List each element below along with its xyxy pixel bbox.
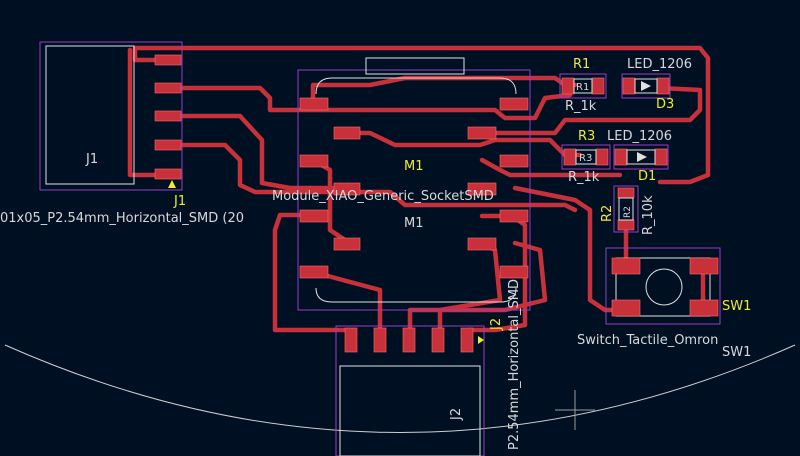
r3-ref: R3 bbox=[578, 129, 595, 144]
j1-pads bbox=[154, 54, 182, 180]
sw1-footprint[interactable]: SW1 Switch_Tactile_Omron SW1 bbox=[577, 247, 751, 360]
r3-footprint[interactable]: R3 R3 R_1k bbox=[561, 129, 611, 185]
d3-value: LED_1206 bbox=[627, 57, 692, 72]
j2-ref: J2 bbox=[489, 318, 504, 331]
sw1-value: Switch_Tactile_Omron bbox=[577, 333, 718, 348]
diode-icon bbox=[641, 81, 651, 91]
d3-ref: D3 bbox=[656, 97, 674, 112]
pin1-marker-icon bbox=[478, 336, 484, 344]
j2-pads bbox=[344, 327, 474, 353]
r2-ref: R2 bbox=[600, 205, 615, 222]
j1-footprint[interactable]: J1 J1 01x05_P2.54mm_Horizontal_SMD (20 bbox=[0, 41, 244, 226]
r1-footprint[interactable]: R1 R1 R_1k bbox=[559, 57, 607, 114]
r1-value: R_1k bbox=[565, 99, 597, 114]
sw1-ref-silk: SW1 bbox=[722, 345, 751, 360]
r3-ref-silk: R3 bbox=[579, 153, 592, 164]
m1-pads bbox=[299, 97, 529, 279]
sw1-ref: SW1 bbox=[722, 299, 751, 314]
j1-ref-silk: J1 bbox=[85, 152, 98, 167]
r1-ref: R1 bbox=[573, 57, 590, 72]
switch-button-icon bbox=[645, 268, 683, 306]
r1-ref-silk: R1 bbox=[576, 82, 589, 93]
r3-value: R_1k bbox=[568, 170, 600, 185]
r2-footprint[interactable]: R2 R2 R_10k bbox=[600, 185, 656, 235]
m1-ref: M1 bbox=[404, 159, 424, 174]
j1-ref: J1 bbox=[173, 194, 186, 209]
j2-ref-silk: J2 bbox=[449, 408, 464, 421]
j2-footprint[interactable]: J2 P2.54mm_Horizontal_SMD J2 bbox=[335, 279, 522, 456]
d1-value: LED_1206 bbox=[607, 129, 672, 144]
j2-value: P2.54mm_Horizontal_SMD bbox=[507, 279, 522, 450]
m1-ref-silk: M1 bbox=[404, 216, 424, 231]
diode-icon bbox=[637, 152, 647, 162]
d1-footprint[interactable]: LED_1206 D1 bbox=[607, 129, 672, 184]
d1-ref: D1 bbox=[638, 169, 656, 184]
d3-footprint[interactable]: LED_1206 D3 bbox=[621, 57, 692, 112]
pin1-marker-icon bbox=[168, 180, 176, 188]
r2-value: R_10k bbox=[641, 195, 656, 235]
j1-value: 01x05_P2.54mm_Horizontal_SMD (20 bbox=[0, 211, 244, 226]
r2-ref-silk: R2 bbox=[623, 206, 633, 218]
board-outline bbox=[4, 344, 796, 433]
m1-footprint[interactable]: M1 Module_XIAO_Generic_SocketSMD M1 bbox=[272, 57, 531, 311]
m1-value: Module_XIAO_Generic_SocketSMD bbox=[272, 189, 494, 204]
